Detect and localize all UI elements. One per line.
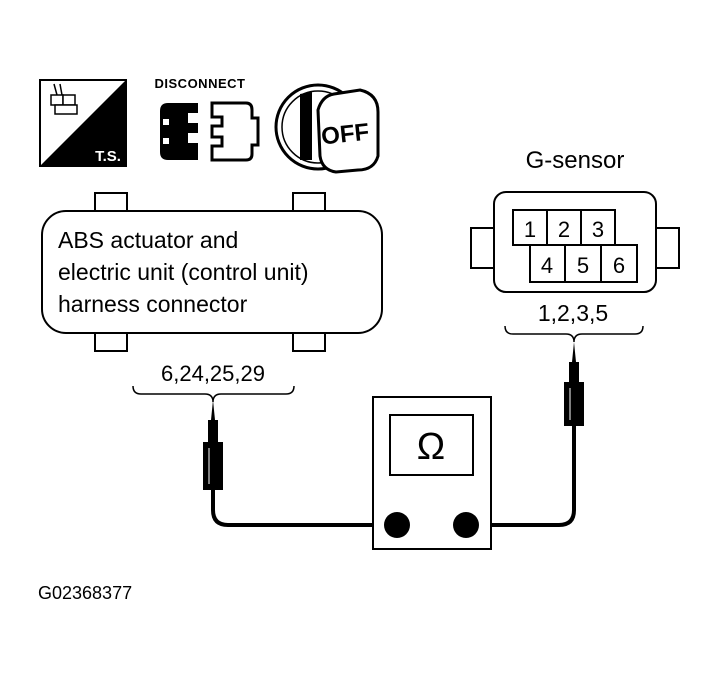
abs-pin-bracket bbox=[132, 385, 295, 403]
off-label: OFF bbox=[320, 119, 371, 151]
abs-label-line-3: harness connector bbox=[58, 291, 248, 317]
abs-pin-numbers: 6,24,25,29 bbox=[161, 361, 265, 386]
g-sensor-pin-1: 1 bbox=[524, 217, 536, 242]
abs-label-line-2: electric unit (control unit) bbox=[58, 259, 309, 285]
left-test-probe bbox=[203, 400, 223, 490]
g-sensor-connector: 1 2 3 4 5 6 bbox=[470, 191, 680, 293]
ohmmeter-terminal-right bbox=[453, 512, 479, 538]
ohmmeter: Ω bbox=[372, 396, 492, 550]
g-sensor-pin-4: 4 bbox=[541, 253, 553, 278]
ohmmeter-terminal-left bbox=[384, 512, 410, 538]
figure-id: G02368377 bbox=[38, 583, 132, 603]
g-sensor-pin-5: 5 bbox=[577, 253, 589, 278]
troubleshooting-icon: T.S. bbox=[39, 79, 127, 167]
ohm-symbol: Ω bbox=[417, 426, 445, 468]
g-sensor-pin-numbers: 1,2,3,5 bbox=[538, 300, 608, 326]
abs-label-line-1: ABS actuator and bbox=[58, 227, 238, 253]
ts-label: T.S. bbox=[95, 148, 121, 165]
abs-connector: ABS actuator and electric unit (control … bbox=[41, 192, 383, 352]
disconnect-icon: DISCONNECT bbox=[155, 76, 260, 162]
g-sensor-pin-2: 2 bbox=[558, 217, 570, 242]
g-sensor-pin-6: 6 bbox=[613, 253, 625, 278]
disconnect-label: DISCONNECT bbox=[155, 76, 246, 91]
left-test-lead bbox=[211, 490, 397, 527]
ignition-off-icon: OFF bbox=[274, 83, 380, 174]
right-test-lead bbox=[466, 426, 576, 527]
g-sensor-pin-bracket bbox=[504, 325, 644, 343]
g-sensor-pin-3: 3 bbox=[592, 217, 604, 242]
right-test-probe bbox=[564, 342, 584, 426]
g-sensor-title: G-sensor bbox=[526, 147, 625, 174]
